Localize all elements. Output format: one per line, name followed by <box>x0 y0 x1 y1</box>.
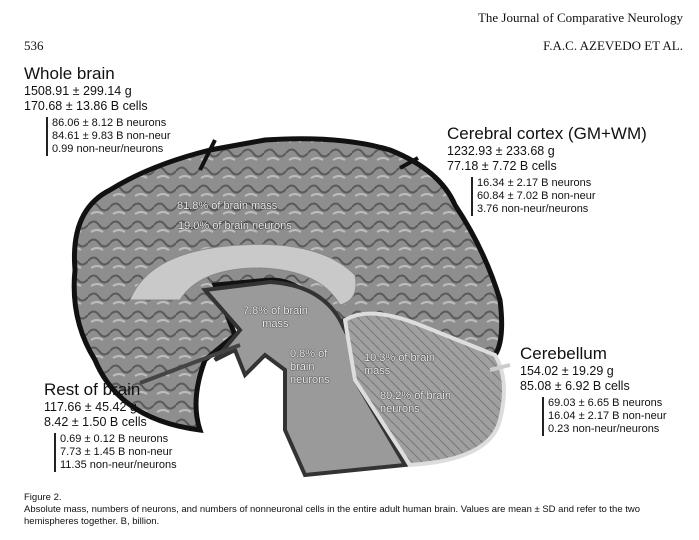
cerebral-cortex-region <box>71 136 505 433</box>
cortex-cells: 77.18 ± 7.72 B cells <box>447 159 557 173</box>
whole-brain-leader <box>198 139 217 171</box>
cerebellum-region <box>342 311 506 468</box>
cortex-neurons: 16.34 ± 2.17 B neurons <box>477 177 592 189</box>
journal-name: The Journal of Comparative Neurology <box>477 10 683 25</box>
figure-caption: Figure 2. Absolute mass, numbers of neur… <box>24 492 684 528</box>
rest-nonneur: 7.73 ± 1.45 B non-neur <box>60 446 173 458</box>
whole-brain-nonneur: 84.61 ± 9.83 B non-neur <box>52 130 171 142</box>
rest-mass: 117.66 ± 45.42 g <box>44 400 137 414</box>
whole-brain-neurons: 86.06 ± 8.12 B neurons <box>52 117 167 129</box>
cortex-nonneur: 60.84 ± 7.02 B non-neur <box>477 190 596 202</box>
rest-neurons: 0.69 ± 0.12 B neurons <box>60 433 169 445</box>
cortex-leader <box>399 156 419 170</box>
whole-brain-title: Whole brain <box>24 64 115 83</box>
caption-label: Figure 2. <box>24 492 62 503</box>
whole-brain-cells: 170.68 ± 13.86 B cells <box>24 99 148 113</box>
cortex-mass: 1232.93 ± 233.68 g <box>447 144 555 158</box>
cortex-title: Cerebral cortex (GM+WM) <box>447 124 647 143</box>
cortex-ratio: 3.76 non-neur/neurons <box>477 203 589 215</box>
page-number: 536 <box>24 38 44 53</box>
rest-ratio: 11.35 non-neur/neurons <box>60 459 177 471</box>
rest-title: Rest of brain <box>44 380 141 399</box>
authors: F.A.C. AZEVEDO ET AL. <box>543 38 683 53</box>
cerebellum-neurons: 69.03 ± 6.65 B neurons <box>548 397 663 409</box>
corpus-callosum <box>129 243 357 306</box>
cerebellum-nonneur: 16.04 ± 2.17 B non-neur <box>548 410 667 422</box>
whole-brain-label: Whole brain 1508.91 ± 299.14 g 170.68 ± … <box>24 64 171 156</box>
cerebellum-label: Cerebellum 154.02 ± 19.29 g 85.08 ± 6.92… <box>520 344 667 436</box>
cortex-pct-mass: 81.8% of brain mass <box>177 200 278 212</box>
whole-brain-ratio: 0.99 non-neur/neurons <box>52 143 164 155</box>
cerebellum-ratio: 0.23 non-neur/neurons <box>548 423 660 435</box>
cerebellum-leader <box>489 363 511 372</box>
rest-cells: 8.42 ± 1.50 B cells <box>44 415 147 429</box>
cerebellum-cells: 85.08 ± 6.92 B cells <box>520 379 630 393</box>
cerebellum-mass: 154.02 ± 19.29 g <box>520 364 614 378</box>
caption-text: Absolute mass, numbers of neurons, and n… <box>24 504 641 527</box>
cortex-pct-neurons: 19.0% of brain neurons <box>178 220 292 232</box>
cortex-label: Cerebral cortex (GM+WM) 1232.93 ± 233.68… <box>447 124 647 216</box>
rest-of-brain-region <box>201 279 409 478</box>
whole-brain-mass: 1508.91 ± 299.14 g <box>24 84 132 98</box>
cerebellum-title: Cerebellum <box>520 344 607 363</box>
rest-label: Rest of brain 117.66 ± 45.42 g 8.42 ± 1.… <box>44 380 177 472</box>
rest-leader <box>139 343 241 385</box>
